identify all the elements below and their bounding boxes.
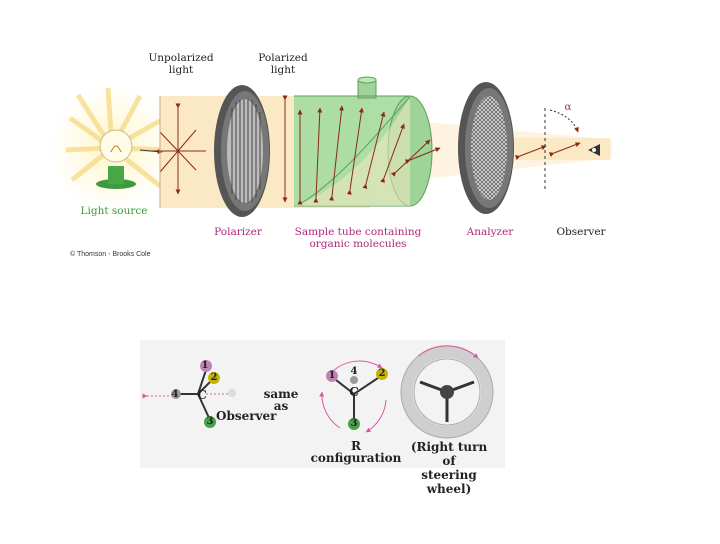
steering-wheel-icon xyxy=(400,345,494,439)
alpha-arc xyxy=(549,109,579,133)
label-light-source: Light source xyxy=(80,205,148,217)
label-right-turn: (Right turn of steering wheel) xyxy=(410,440,488,496)
number-2-right: 2 xyxy=(378,368,386,379)
polarizer-disc xyxy=(214,85,270,217)
label-observer-r: Observer xyxy=(216,409,277,423)
number-1-left: 1 xyxy=(201,360,209,371)
number-4-right: 4 xyxy=(350,366,358,377)
number-3-left: 3 xyxy=(206,416,214,427)
unpolarized-light-arrows xyxy=(139,103,206,195)
molecule-right xyxy=(319,360,388,433)
label-analyzer: Analyzer xyxy=(466,226,514,238)
light-bulb-icon xyxy=(96,129,136,189)
rotating-light-arrows xyxy=(297,105,441,205)
label-same-as: same as xyxy=(263,387,299,413)
r-config-panel xyxy=(140,340,505,468)
carbon-right: C xyxy=(349,385,359,399)
number-4-left: 4 xyxy=(171,389,179,400)
molecule-left xyxy=(142,360,236,428)
label-polarized-light: Polarized light xyxy=(258,52,308,76)
copyright-text: © Thomson - Brooks Cole xyxy=(70,251,151,258)
eye-icon xyxy=(588,144,600,156)
label-r-configuration: R configuration xyxy=(310,439,402,465)
number-1-right: 1 xyxy=(328,370,336,381)
sample-tube xyxy=(294,76,433,207)
carbon-left: C xyxy=(197,388,207,402)
exit-light-arrows xyxy=(514,142,581,160)
label-observer: Observer xyxy=(556,226,606,238)
label-sample-tube: Sample tube containing organic molecules xyxy=(294,226,422,250)
analyzer-disc xyxy=(458,82,514,214)
label-polarizer: Polarizer xyxy=(214,226,262,238)
label-unpolarized-light: Unpolarized light xyxy=(148,52,214,76)
number-2-left: 2 xyxy=(210,372,218,383)
label-alpha: α xyxy=(564,101,572,113)
number-3-right: 3 xyxy=(350,418,358,429)
